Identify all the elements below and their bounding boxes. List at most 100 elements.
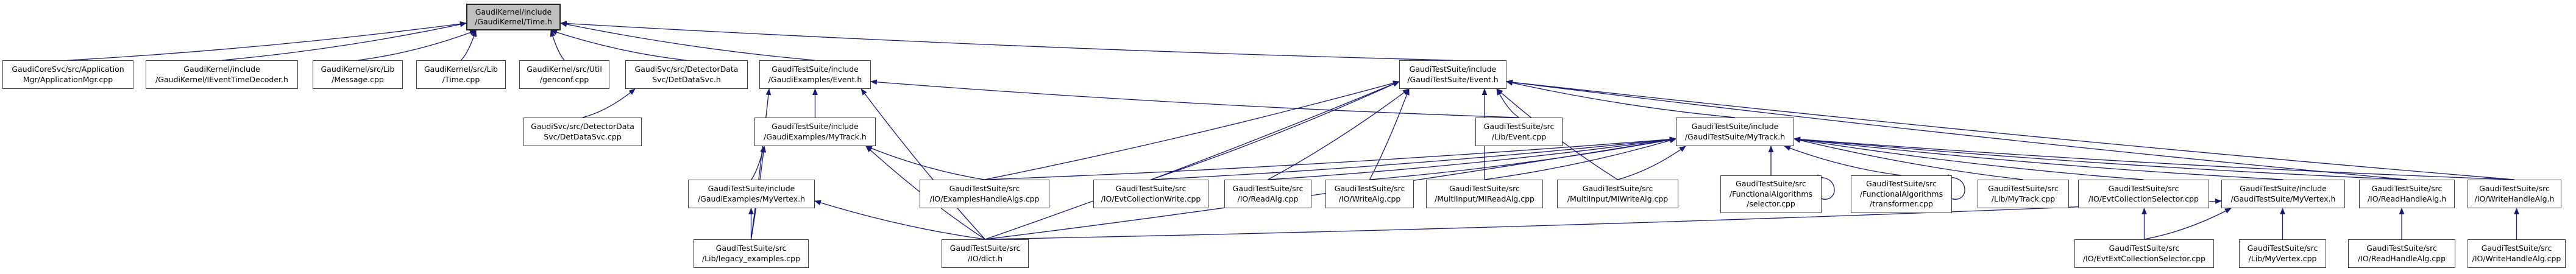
node-label-line: GaudiKernel/src/Lib bbox=[424, 65, 498, 74]
edge-ieventtimedecoder-to-time-h bbox=[221, 21, 467, 61]
node-label-line: GaudiKernel/include bbox=[475, 7, 552, 16]
graph-node-ge-myvertex-h[interactable]: GaudiTestSuite/include/GaudiExamples/MyV… bbox=[688, 180, 815, 208]
node-label-line: GaudiTestSuite/src bbox=[2108, 184, 2179, 193]
graph-node-writealg-cpp[interactable]: GaudiTestSuite/src/IO/WriteAlg.cpp bbox=[1325, 180, 1414, 208]
graph-node-evtextcollectionselector-cpp[interactable]: GaudiTestSuite/src/IO/EvtExtCollectionSe… bbox=[2074, 239, 2214, 268]
graph-node-writehandlealg-cpp[interactable]: GaudiTestSuite/src/IO/WriteHandleAlg.cpp bbox=[2468, 239, 2566, 268]
graph-node-readhandlealg-h[interactable]: GaudiTestSuite/src/IO/ReadHandleAlg.h bbox=[2359, 180, 2455, 208]
node-label-line: /IO/WriteAlg.cpp bbox=[1338, 194, 1401, 203]
edge-dict-h-to-ts-event-h bbox=[985, 81, 1400, 240]
edge-ge-event-h-to-time-h bbox=[560, 21, 815, 61]
node-label-line: /GaudiTestSuite/Event.h bbox=[1407, 74, 1499, 84]
node-label-line: /IO/ReadHandleAlg.cpp bbox=[2357, 253, 2446, 263]
graph-node-dict-h[interactable]: GaudiTestSuite/src/IO/dict.h bbox=[942, 239, 1029, 268]
node-label-line: GaudiTestSuite/src bbox=[1232, 184, 1304, 193]
node-label-line: GaudiTestSuite/src bbox=[1582, 184, 1653, 193]
node-label-line: GaudiTestSuite/src bbox=[2109, 244, 2180, 253]
node-label-line: Svc/DetDataSvc.cpp bbox=[544, 132, 622, 141]
graph-node-lib-event-cpp[interactable]: GaudiTestSuite/src/Lib/Event.cpp bbox=[1475, 118, 1563, 146]
edge-exampleshandlealgs-cpp-to-ts-event-h bbox=[984, 80, 1400, 180]
graph-node-time-cpp[interactable]: GaudiKernel/src/Lib/Time.cpp bbox=[416, 60, 506, 89]
edge-applicationmgr-to-time-h bbox=[68, 21, 467, 61]
node-label-line: GaudiTestSuite/include bbox=[708, 184, 795, 193]
graph-node-exampleshandlealgs-cpp[interactable]: GaudiTestSuite/src/IO/ExamplesHandleAlgs… bbox=[920, 180, 1049, 208]
node-label-line: Mgr/ApplicationMgr.cpp bbox=[23, 74, 113, 84]
node-label-line: GaudiTestSuite/include bbox=[1691, 122, 1779, 131]
graph-node-ge-event-h[interactable]: GaudiTestSuite/include/GaudiExamples/Eve… bbox=[759, 60, 871, 89]
node-label-line: Svc/DetDataSvc.h bbox=[652, 74, 721, 84]
graph-node-time-h[interactable]: GaudiKernel/include/GaudiKernel/Time.h bbox=[466, 4, 561, 30]
edge-evtcollectionwrite-cpp-to-ts-event-h bbox=[1151, 81, 1400, 180]
edge-lib-mytrack-cpp-to-ts-mytrack-h bbox=[1794, 138, 2024, 180]
graph-node-selector-cpp[interactable]: GaudiTestSuite/src/FunctionalAlgorithms/… bbox=[1720, 175, 1822, 213]
node-label-line: /Lib/MyVertex.cpp bbox=[2248, 253, 2317, 263]
graph-node-miwritealg-cpp[interactable]: GaudiTestSuite/src/MultiInput/MIWriteAlg… bbox=[1557, 180, 1678, 208]
edge-miwritealg-cpp-to-ts-mytrack-h bbox=[1617, 146, 1686, 180]
node-label-line: /MultiInput/MIReadAlg.cpp bbox=[1435, 194, 1535, 203]
graph-node-ts-myvertex-h[interactable]: GaudiTestSuite/include/GaudiTestSuite/My… bbox=[2221, 180, 2345, 208]
graph-node-writehandlealg-h[interactable]: GaudiTestSuite/src/IO/WriteHandleAlg.h bbox=[2468, 180, 2561, 208]
node-label-line: /Time.cpp bbox=[442, 74, 480, 84]
edge-evtcollectionselector-cpp-to-ts-mytrack-h bbox=[1794, 137, 2144, 180]
graph-node-legacy-examples-cpp[interactable]: GaudiTestSuite/src/Lib/legacy_examples.c… bbox=[694, 239, 809, 268]
node-label-line: GaudiKernel/include bbox=[183, 65, 260, 74]
edge-readhandlealg-h-to-ts-mytrack-h bbox=[1794, 136, 2407, 180]
edge-writehandlealg-h-to-ts-event-h bbox=[1506, 79, 2515, 180]
edge-ts-mytrack-h-to-ts-event-h bbox=[1506, 80, 1736, 118]
node-label-line: GaudiTestSuite/src bbox=[1483, 122, 1555, 131]
node-label-line: GaudiSvc/src/DetectorData bbox=[531, 122, 634, 131]
node-label-line: GaudiTestSuite/src bbox=[1334, 184, 1405, 193]
node-label-line: GaudiTestSuite/src bbox=[2366, 244, 2437, 253]
node-label-line: /IO/EvtCollectionSelector.cpp bbox=[2088, 194, 2199, 203]
node-label-line: GaudiTestSuite/include bbox=[2240, 184, 2327, 193]
node-label-line: /Message.cpp bbox=[332, 74, 384, 84]
graph-node-evtcollectionselector-cpp[interactable]: GaudiTestSuite/src/IO/EvtCollectionSelec… bbox=[2078, 180, 2209, 208]
node-label-line: /IO/EvtCollectionWrite.cpp bbox=[1101, 194, 1201, 203]
node-label-line: /transformer.cpp bbox=[1870, 199, 1933, 209]
graph-node-readhandlealg-cpp[interactable]: GaudiTestSuite/src/IO/ReadHandleAlg.cpp bbox=[2348, 239, 2455, 268]
graph-node-ts-event-h[interactable]: GaudiTestSuite/include/GaudiTestSuite/Ev… bbox=[1399, 60, 1506, 89]
edge-lib-event-cpp-to-ge-event-h bbox=[870, 79, 1519, 118]
edge-lib-event-cpp-to-ts-event-h bbox=[1496, 88, 1519, 118]
node-label-line: /Lib/legacy_examples.cpp bbox=[701, 253, 801, 263]
edge-readalg-cpp-to-ts-event-h bbox=[1268, 88, 1410, 180]
graph-node-evtcollectionwrite-cpp[interactable]: GaudiTestSuite/src/IO/EvtCollectionWrite… bbox=[1093, 180, 1208, 208]
graph-node-ieventtimedecoder[interactable]: GaudiKernel/include/GaudiKernel/IEventTi… bbox=[146, 60, 298, 89]
edge-dict-h-to-ge-myvertex-h bbox=[814, 200, 985, 240]
node-label-line: GaudiTestSuite/include bbox=[772, 122, 859, 131]
graph-node-mireadalg-cpp[interactable]: GaudiTestSuite/src/MultiInput/MIReadAlg.… bbox=[1426, 180, 1543, 208]
node-label-line: GaudiSvc/src/DetectorData bbox=[634, 65, 739, 74]
edge-genconf-cpp-to-time-h bbox=[550, 30, 565, 61]
graph-node-ts-mytrack-h[interactable]: GaudiTestSuite/include/GaudiTestSuite/My… bbox=[1676, 118, 1794, 146]
node-label-line: /GaudiTestSuite/MyVertex.h bbox=[2230, 194, 2336, 203]
edge-readhandlealg-h-to-ts-event-h bbox=[1506, 79, 2407, 180]
node-label-line: GaudiTestSuite/src bbox=[2247, 244, 2318, 253]
node-label-line: /GaudiExamples/Event.h bbox=[768, 74, 862, 84]
graph-node-ge-mytrack-h[interactable]: GaudiTestSuite/include/GaudiExamples/MyT… bbox=[754, 118, 876, 146]
graph-node-lib-mytrack-cpp[interactable]: GaudiTestSuite/src/Lib/MyTrack.cpp bbox=[1978, 180, 2069, 208]
edge-dict-h-to-ge-event-h bbox=[860, 88, 985, 240]
edge-evtextcollectionselector-cpp-to-ts-myvertex-h bbox=[2144, 208, 2232, 240]
graph-node-transformer-cpp[interactable]: GaudiTestSuite/src/FunctionalAlgorithms/… bbox=[1851, 175, 1952, 213]
node-label-line: GaudiTestSuite/src bbox=[1988, 184, 2059, 193]
edge-detdatasvc-cpp-to-detdatasvc-h bbox=[582, 88, 636, 118]
graph-node-readalg-cpp[interactable]: GaudiTestSuite/src/IO/ReadAlg.cpp bbox=[1224, 180, 1311, 208]
node-label-line: /FunctionalAlgorithms bbox=[1729, 189, 1813, 198]
edge-ts-event-h-to-time-h bbox=[560, 21, 1453, 61]
node-label-line: /genconf.cpp bbox=[539, 74, 589, 84]
graph-node-message-cpp[interactable]: GaudiKernel/src/Lib/Message.cpp bbox=[313, 60, 403, 89]
graph-node-genconf-cpp[interactable]: GaudiKernel/src/Util/genconf.cpp bbox=[519, 60, 609, 89]
edge-ts-myvertex-h-to-ts-mytrack-h bbox=[1794, 136, 2283, 180]
node-label-line: GaudiTestSuite/src bbox=[2481, 244, 2552, 253]
node-label-line: /IO/dict.h bbox=[967, 253, 1003, 263]
node-label-line: /IO/WriteHandleAlg.cpp bbox=[2472, 253, 2561, 263]
node-label-line: /MultiInput/MIWriteAlg.cpp bbox=[1567, 194, 1669, 203]
graph-node-lib-myvertex-cpp[interactable]: GaudiTestSuite/src/Lib/MyVertex.cpp bbox=[2239, 239, 2326, 268]
node-label-line: /IO/ReadHandleAlg.h bbox=[2367, 194, 2447, 203]
edge-mireadalg-cpp-to-ts-mytrack-h bbox=[1484, 138, 1677, 180]
